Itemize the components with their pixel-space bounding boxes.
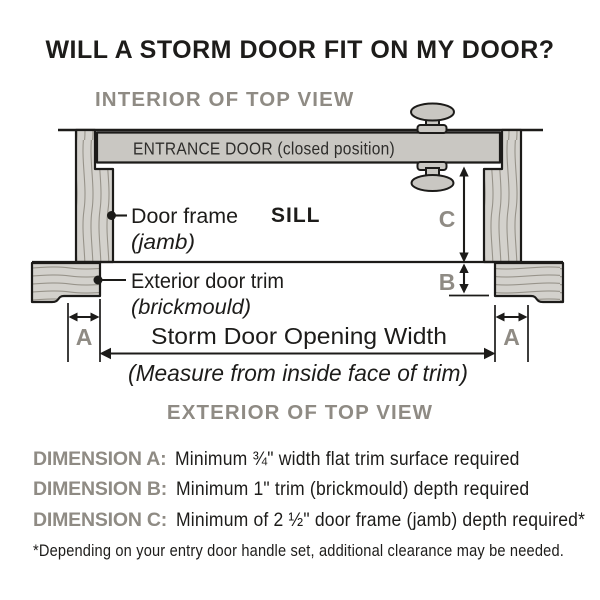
legend-row-dimension-c: DIMENSION C: Minimum of 2 ½" door frame …	[33, 509, 600, 532]
handle-rose-top	[416, 124, 448, 134]
page-title: WILL A STORM DOOR FIT ON MY DOOR?	[45, 36, 555, 64]
sill-label: SILL	[271, 204, 321, 227]
dimension-b-label: B	[439, 269, 456, 295]
dimension-c-arrow	[459, 166, 469, 263]
footnote: *Depending on your entry door handle set…	[33, 541, 564, 560]
door-handle	[410, 102, 455, 192]
handle-knob-top	[410, 102, 455, 122]
interior-top-view-heading: INTERIOR OF TOP VIEW	[95, 88, 355, 111]
dimension-a-legend-text: Minimum ¾" width flat trim surface requi…	[175, 448, 520, 470]
dimension-c-label: C	[439, 206, 456, 232]
opening-width-sublabel: (Measure from inside face of trim)	[128, 360, 468, 386]
right-brickmould	[493, 261, 565, 304]
opening-width-label: Storm Door Opening Width	[151, 323, 447, 349]
dimension-a-legend-label: DIMENSION A:	[33, 448, 167, 470]
dimension-b-arrow	[449, 263, 489, 297]
exterior-trim-leader	[93, 275, 126, 285]
exterior-top-view-heading: EXTERIOR OF TOP VIEW	[166, 401, 434, 424]
entrance-door	[95, 131, 502, 164]
entrance-door-label: ENTRANCE DOOR (closed position)	[133, 139, 395, 159]
legend-row-dimension-a: DIMENSION A: Minimum ¾" width flat trim …	[33, 448, 558, 471]
left-brickmould	[30, 261, 102, 304]
handle-knob-bottom	[410, 174, 455, 192]
door-frame-leader	[107, 211, 127, 220]
dimension-c-legend-text: Minimum of 2 ½" door frame (jamb) depth …	[176, 509, 586, 531]
exterior-trim-sublabel: (brickmould)	[131, 295, 251, 319]
legend-row-dimension-b: DIMENSION B: Minimum 1" trim (brickmould…	[33, 478, 569, 501]
door-frame-sublabel: (jamb)	[131, 230, 195, 254]
opening-width-arrow	[99, 347, 496, 360]
dimension-a-right	[494, 305, 529, 362]
door-frame-label: Door frame	[131, 204, 238, 228]
dimension-a-label-right: A	[503, 324, 520, 350]
dimension-a-label-left: A	[76, 324, 93, 350]
exterior-trim-label: Exterior door trim	[131, 269, 284, 293]
dimension-b-legend-text: Minimum 1" trim (brickmould) depth requi…	[176, 478, 530, 500]
dimension-a-left	[67, 299, 101, 362]
dimension-c-legend-label: DIMENSION C:	[33, 509, 168, 531]
dimension-b-legend-label: DIMENSION B:	[33, 478, 168, 500]
